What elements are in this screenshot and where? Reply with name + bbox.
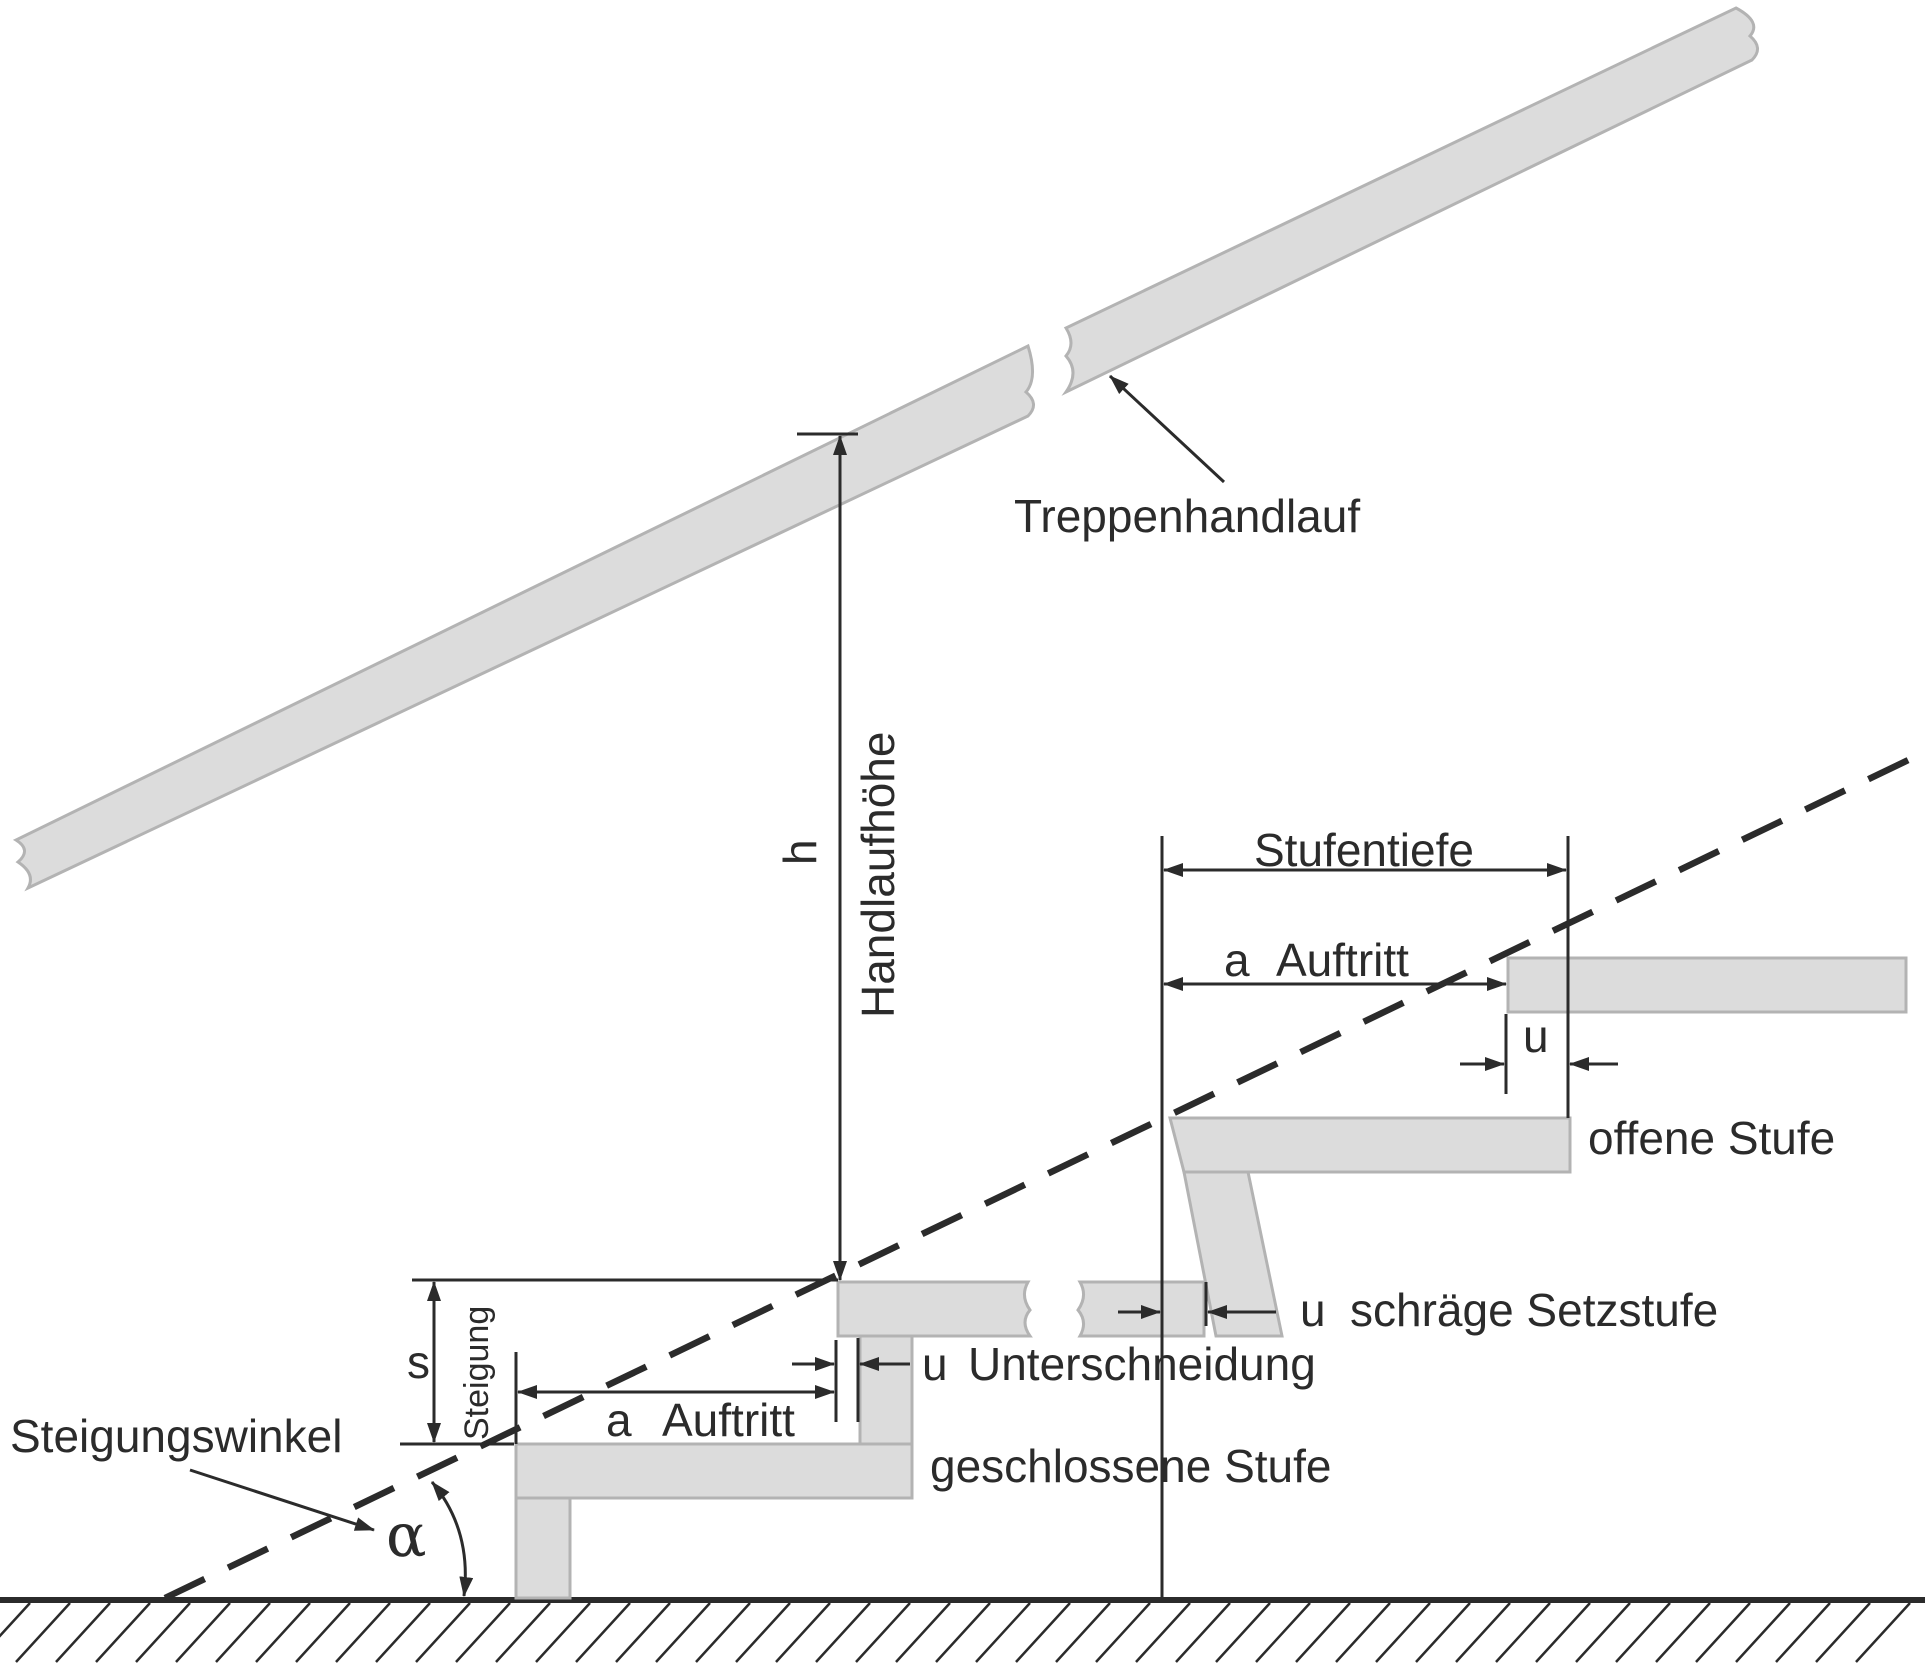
hatch-line — [135, 1602, 191, 1663]
closed-step-label: geschlossene Stufe — [930, 1440, 1332, 1492]
pitch-angle-label: Steigungswinkel — [10, 1410, 342, 1462]
hatch-line — [815, 1602, 871, 1663]
upper-tread-dimension: a Auftritt — [1163, 934, 1507, 991]
hatch-line — [1575, 1602, 1631, 1663]
hatch-line — [1615, 1602, 1671, 1663]
hatch-line — [95, 1602, 151, 1663]
hatch-line — [1175, 1602, 1231, 1663]
hatch-line — [1455, 1602, 1511, 1663]
handrail-lower-segment — [12, 343, 1035, 892]
hatch-line — [1415, 1602, 1471, 1663]
handrail — [12, 6, 1759, 892]
closed-step-upper-riser — [858, 1334, 914, 1446]
hatch-line — [1775, 1602, 1831, 1663]
hatch-line — [415, 1602, 471, 1663]
hatch-line — [335, 1602, 391, 1663]
handrail-upper-segment — [1061, 6, 1759, 396]
hatch-line — [1095, 1602, 1151, 1663]
hatch-line — [15, 1602, 71, 1663]
hatch-line — [175, 1602, 231, 1663]
hatch-line — [1135, 1602, 1191, 1663]
open-step — [1076, 956, 1908, 1338]
hatch-line — [215, 1602, 271, 1663]
hatch-line — [735, 1602, 791, 1663]
hatch-line — [375, 1602, 431, 1663]
pitch-angle-leader — [189, 1468, 375, 1532]
hatch-line — [695, 1602, 751, 1663]
hatch-line — [775, 1602, 831, 1663]
handrail-callout: Treppenhandlauf — [1014, 374, 1360, 542]
hatch-line — [0, 1602, 31, 1638]
hatch-line — [1295, 1602, 1351, 1663]
hatch-line — [1535, 1602, 1591, 1663]
open-step-tread — [1168, 1116, 1572, 1174]
handrail-height-label: Handlaufhöhe — [852, 732, 904, 1018]
hatch-line — [1335, 1602, 1391, 1663]
rise-label: Steigung — [458, 1306, 496, 1440]
hatch-line — [1735, 1602, 1791, 1663]
lower-tread-dimension: a Auftritt — [514, 1340, 838, 1446]
hatch-line — [255, 1602, 311, 1663]
hatch-line — [455, 1602, 511, 1663]
pitch-angle: Steigungswinkel α — [10, 1410, 474, 1597]
hatch-line — [975, 1602, 1031, 1663]
ground — [0, 1597, 1925, 1663]
open-step-upper-tread — [1506, 956, 1908, 1014]
step-depth-label: Stufentiefe — [1254, 824, 1474, 876]
hatch-line — [615, 1602, 671, 1663]
hatch-line — [1255, 1602, 1311, 1663]
lower-tread-a-label: a — [606, 1394, 632, 1446]
hatch-line — [1815, 1602, 1871, 1663]
hatch-line — [1015, 1602, 1071, 1663]
rise-dimension: s Steigung — [400, 1278, 838, 1446]
undercut-dimension: u Unterschneidung — [792, 1338, 1316, 1422]
inclined-riser-dimension: u schräge Setzstufe — [1118, 836, 1718, 1598]
handrail-label: Treppenhandlauf — [1014, 490, 1360, 542]
hatch-line — [495, 1602, 551, 1663]
hatch-line — [935, 1602, 991, 1663]
closed-step-riser — [514, 1496, 572, 1600]
open-step-u-dimension: u offene Stufe — [1460, 1010, 1835, 1164]
hatch-line — [295, 1602, 351, 1663]
inclined-riser-u-label: u — [1300, 1284, 1326, 1336]
hatch-line — [1055, 1602, 1111, 1663]
hatch-line — [575, 1602, 631, 1663]
step-depth-dimension: Stufentiefe — [1163, 824, 1570, 1118]
hatch-line — [1495, 1602, 1551, 1663]
ground-hatching — [0, 1602, 1911, 1663]
open-step-label: offene Stufe — [1588, 1112, 1835, 1164]
hatch-line — [895, 1602, 951, 1663]
undercut-u-label: u — [922, 1338, 948, 1390]
hatch-line — [1855, 1602, 1911, 1663]
lower-tread-label: Auftritt — [662, 1394, 795, 1446]
closed-step — [514, 1280, 1033, 1600]
undercut-label: Unterschneidung — [968, 1338, 1316, 1390]
pitch-line — [163, 749, 1925, 1601]
hatch-line — [55, 1602, 111, 1663]
s-label: s — [407, 1336, 430, 1388]
hatch-line — [855, 1602, 911, 1663]
pitch-angle-arc — [430, 1481, 474, 1597]
hatch-line — [1215, 1602, 1271, 1663]
h-label: h — [774, 839, 826, 865]
hatch-line — [1375, 1602, 1431, 1663]
hatch-line — [655, 1602, 711, 1663]
open-step-u-label: u — [1523, 1010, 1549, 1062]
open-step-lower-tread-right — [1076, 1280, 1206, 1338]
closed-step-tread — [514, 1442, 914, 1500]
closed-step-upper-tread-left — [836, 1280, 1033, 1338]
hatch-line — [1655, 1602, 1711, 1663]
hatch-line — [535, 1602, 591, 1663]
alpha-symbol: α — [386, 1501, 427, 1571]
inclined-riser-label: schräge Setzstufe — [1350, 1284, 1718, 1336]
hatch-line — [1695, 1602, 1751, 1663]
upper-tread-a-label: a — [1224, 934, 1250, 986]
handrail-leader — [1108, 374, 1226, 484]
upper-tread-label: Auftritt — [1276, 934, 1409, 986]
handrail-height-dimension: h Handlaufhöhe — [774, 432, 904, 1281]
